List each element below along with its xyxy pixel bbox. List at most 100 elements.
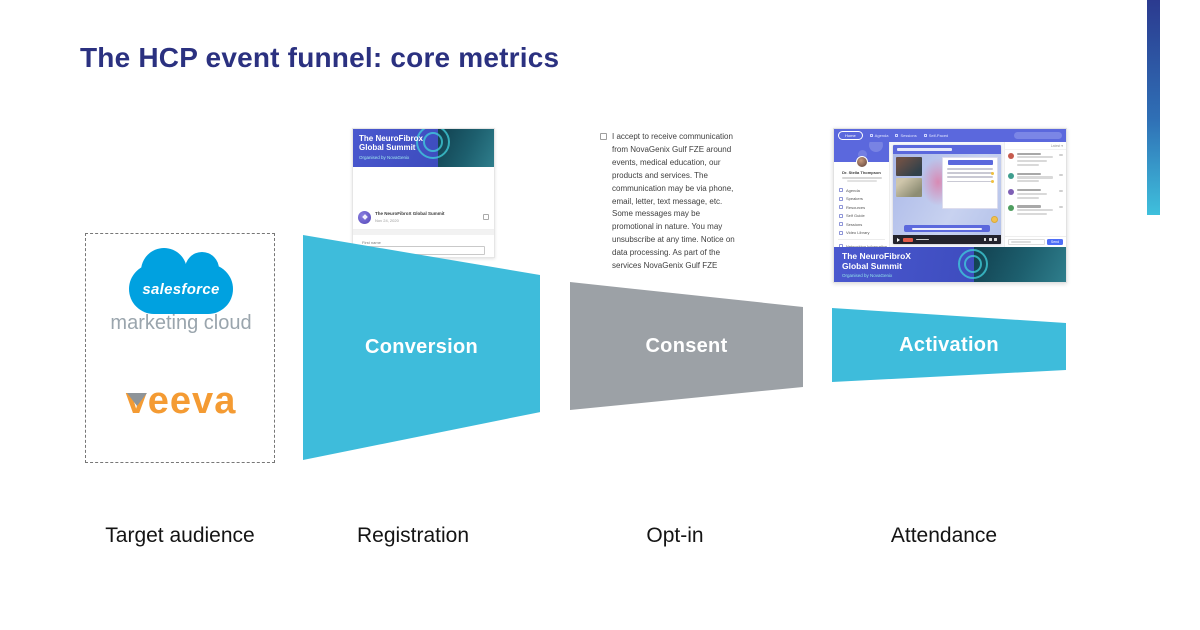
consent-block: I accept to receive communication from N… bbox=[600, 131, 752, 273]
caption-pill bbox=[904, 225, 990, 232]
funnel-stage-label: Activation bbox=[899, 333, 999, 356]
menu-icon bbox=[839, 213, 843, 218]
webcam-tile bbox=[896, 157, 922, 176]
volume-icon[interactable] bbox=[988, 238, 992, 241]
video-controls[interactable] bbox=[893, 235, 1001, 244]
stage-label-target-audience: Target audience bbox=[105, 524, 255, 547]
menu-icon bbox=[839, 230, 843, 235]
platform-banner-photo bbox=[974, 247, 1066, 282]
user-subtitle-skeleton bbox=[846, 180, 877, 182]
search-input[interactable] bbox=[1014, 132, 1062, 139]
pointer-dot-icon bbox=[991, 179, 994, 183]
agenda-icon bbox=[869, 134, 873, 137]
slide-panel-header bbox=[947, 160, 993, 165]
ring-decoration bbox=[416, 129, 450, 159]
funnel-stage-label: Conversion bbox=[364, 336, 479, 358]
target-audience-box: salesforce marketing cloud veeva bbox=[85, 233, 275, 463]
veeva-triangle-icon bbox=[126, 393, 147, 406]
send-button[interactable]: Send bbox=[1047, 239, 1063, 245]
menu-item-agenda[interactable]: Agenda bbox=[834, 186, 889, 195]
menu-item-selfguide[interactable]: Self Guide bbox=[834, 212, 889, 221]
qa-sort-dropdown[interactable]: Latest ▾ bbox=[1005, 142, 1066, 150]
stage-label-optin: Opt-in bbox=[646, 524, 704, 547]
divider bbox=[838, 239, 885, 240]
event-logo-icon bbox=[358, 210, 371, 224]
calendar-icon bbox=[483, 214, 489, 220]
funnel-stage-activation: Activation bbox=[832, 308, 1066, 382]
video-area bbox=[890, 142, 1004, 247]
question-input[interactable] bbox=[1008, 239, 1045, 245]
qa-panel: Latest ▾ bbox=[1004, 142, 1066, 247]
funnel-stage-consent: Consent bbox=[570, 282, 803, 410]
platform-banner-title: The NeuroFibroX Global Summit bbox=[842, 251, 911, 271]
video-player bbox=[893, 145, 1001, 244]
event-platform-screenshot: Home Agenda Sessions Self-Paced Dr. Stel… bbox=[833, 128, 1067, 283]
menu-item-speakers[interactable]: Speakers bbox=[834, 195, 889, 204]
registration-banner-title: The NeuroFibrox Global Summit bbox=[359, 134, 424, 152]
webcam-tile bbox=[896, 178, 922, 197]
fullscreen-icon[interactable] bbox=[994, 238, 997, 241]
nav-item-sessions[interactable]: Sessions bbox=[895, 133, 917, 138]
video-header bbox=[893, 145, 1001, 154]
slide-line bbox=[947, 168, 993, 170]
slide-line bbox=[947, 179, 994, 183]
marketing-cloud-label: marketing cloud bbox=[110, 312, 252, 334]
slide-line bbox=[947, 176, 993, 178]
user-subtitle-skeleton bbox=[841, 176, 882, 179]
menu-item-videolibrary[interactable]: Video Library bbox=[834, 229, 889, 238]
sessions-icon bbox=[895, 134, 899, 137]
chat-avatar bbox=[1008, 205, 1014, 212]
consent-checkbox[interactable] bbox=[600, 133, 607, 140]
platform-banner-subtitle: Organised by NovaGenix bbox=[842, 273, 893, 278]
event-summary-card: The NeuroFibroX Global Summit Nov 24, 20… bbox=[353, 205, 494, 230]
nav-home-pill[interactable]: Home bbox=[838, 131, 863, 140]
time-display bbox=[916, 238, 929, 241]
menu-icon bbox=[839, 205, 843, 210]
salesforce-cloud-icon bbox=[129, 248, 233, 314]
profile-banner bbox=[834, 142, 889, 162]
reply-count bbox=[1059, 189, 1063, 192]
ring-decoration bbox=[423, 132, 443, 152]
reply-count bbox=[1059, 173, 1063, 176]
slide-line bbox=[947, 171, 994, 175]
chat-message bbox=[1005, 150, 1066, 170]
video-content bbox=[893, 154, 1001, 235]
qa-message-list bbox=[1005, 150, 1066, 236]
reaction-emoji-icon bbox=[991, 216, 998, 223]
funnel-stage-label: Consent bbox=[645, 334, 728, 357]
accent-bar bbox=[1147, 0, 1160, 215]
selfpaced-icon bbox=[923, 134, 927, 137]
menu-icon bbox=[839, 196, 843, 201]
ring-decoration bbox=[964, 255, 982, 273]
menu-item-resources[interactable]: Resources bbox=[834, 203, 889, 212]
pointer-dot-icon bbox=[991, 171, 994, 175]
salesforce-logo: salesforce bbox=[129, 248, 233, 314]
reply-count bbox=[1059, 153, 1063, 156]
settings-icon[interactable] bbox=[983, 238, 987, 241]
page-title: The HCP event funnel: core metrics bbox=[80, 42, 560, 73]
registration-banner-subtitle: Organised by NovaGenix bbox=[359, 155, 410, 160]
chat-avatar bbox=[1008, 172, 1014, 179]
funnel-stage-conversion: Conversion bbox=[303, 235, 540, 460]
field-label: First name bbox=[362, 240, 381, 245]
stage-label-attendance: Attendance bbox=[890, 524, 998, 547]
registration-form-screenshot: The NeuroFibrox Global Summit Organised … bbox=[352, 128, 495, 295]
user-avatar bbox=[855, 156, 868, 168]
live-badge bbox=[903, 237, 913, 242]
nav-item-selfpaced[interactable]: Self-Paced bbox=[923, 133, 948, 138]
ring-decoration bbox=[958, 249, 988, 279]
menu-item-sessions[interactable]: Sessions bbox=[834, 220, 889, 229]
consent-text: I accept to receive communication from N… bbox=[612, 132, 735, 271]
menu-icon bbox=[839, 222, 843, 227]
veeva-logo: veeva bbox=[86, 380, 276, 423]
chat-avatar bbox=[1008, 188, 1014, 195]
menu-icon bbox=[839, 188, 843, 193]
nav-item-agenda[interactable]: Agenda bbox=[869, 133, 888, 138]
play-icon[interactable] bbox=[897, 237, 900, 242]
chat-message bbox=[1005, 203, 1066, 219]
salesforce-wordmark: salesforce bbox=[142, 281, 220, 298]
registration-banner: The NeuroFibrox Global Summit Organised … bbox=[353, 129, 494, 167]
chat-message bbox=[1005, 170, 1066, 186]
reply-count bbox=[1059, 206, 1063, 209]
